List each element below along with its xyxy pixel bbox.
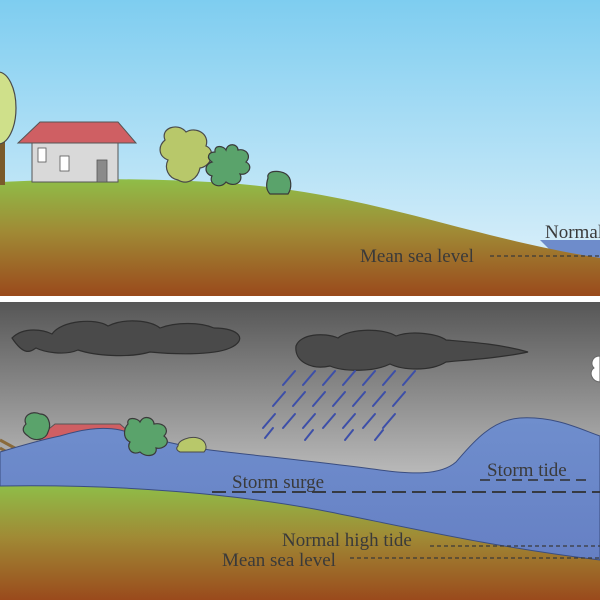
normal-conditions-panel: Normal high tide Mean sea level [0,0,600,296]
bush-tree-icon [22,412,51,441]
house-icon [16,121,138,183]
hurricane-icon [590,355,600,383]
panel-divider [0,296,600,302]
mean-sea-level-label: Mean sea level [360,246,474,267]
small-shrub-icon [266,170,292,195]
storm-cloud-icon [295,329,529,371]
storm-tide-label: Storm tide [487,460,567,481]
small-shrub-icon [176,437,207,453]
pine-tree-icon [205,144,251,187]
normal-high-tide-label: Normal high tide [545,222,600,243]
normal-high-tide-label: Normal high tide [282,530,412,551]
mean-sea-level-label: Mean sea level [222,550,336,571]
ground [0,179,600,296]
round-tree-icon [0,71,17,185]
pine-tree-icon [123,416,168,457]
storm-surge-label: Storm surge [232,472,324,493]
storm-conditions-panel: Storm surge Storm tide Normal high tide … [0,302,600,600]
ground [0,485,600,600]
bush-tree-icon [159,126,213,183]
rain-streaks [262,370,416,441]
storm-cloud-icon [11,320,241,357]
